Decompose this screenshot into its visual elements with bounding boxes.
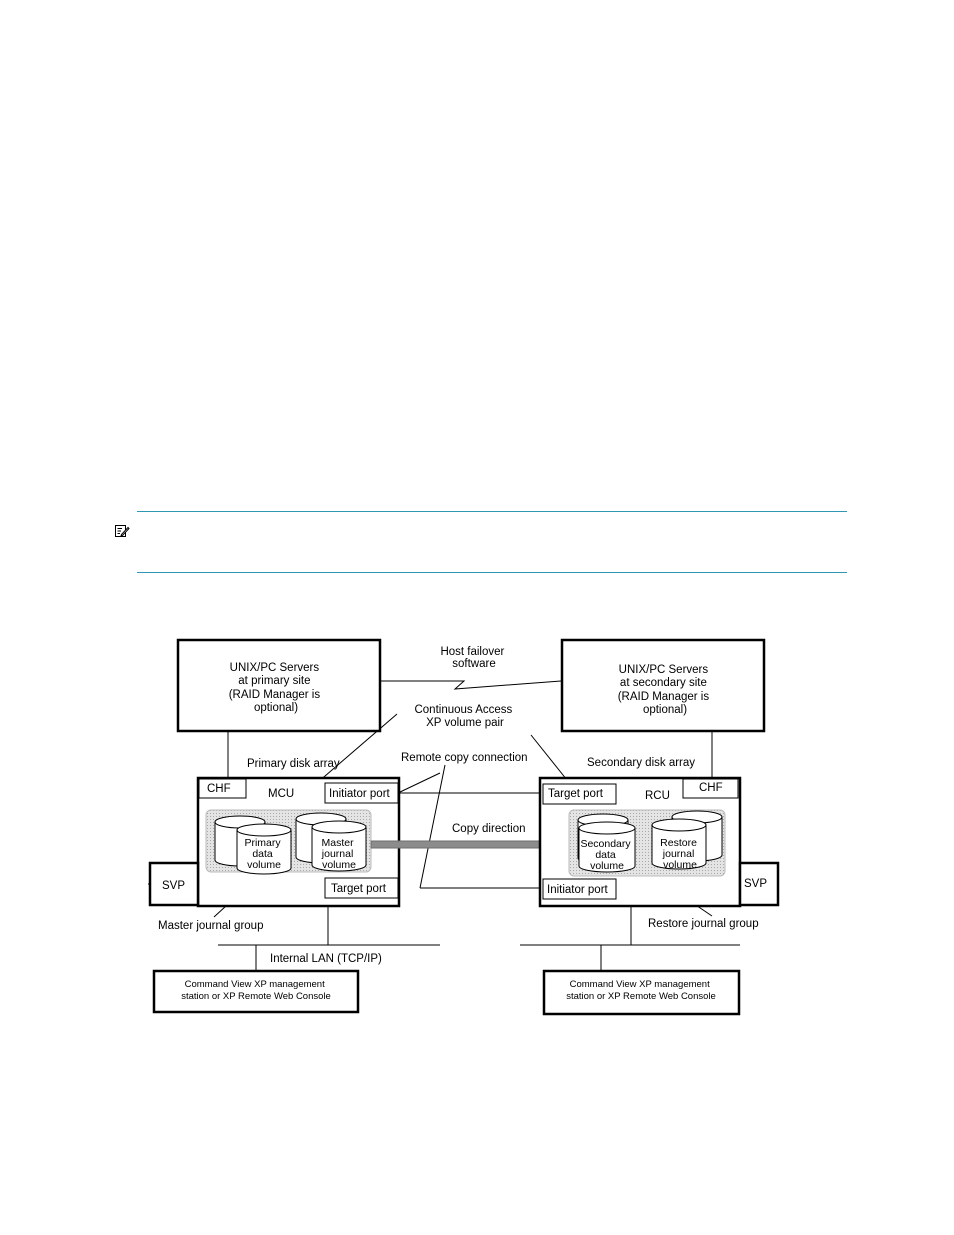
rcu-chf-box <box>682 778 739 799</box>
restore-journal-group-label: Restore journal group <box>648 918 759 930</box>
mcu-target-port <box>324 877 399 899</box>
svp-left-label: SVP <box>162 880 185 892</box>
mcu-chf-label: CHF <box>207 783 231 795</box>
mcu-chf-box <box>198 778 247 799</box>
mcu-name: MCU <box>268 788 294 800</box>
internal-lan-label: Internal LAN (TCP/IP) <box>270 953 382 965</box>
rcu-target-port-label: Target port <box>548 788 604 800</box>
ca-volume-pair-label: Continuous Access XP volume pair <box>414 704 515 729</box>
copy-direction-arrow <box>370 832 570 857</box>
secondary-server-label: UNIX/PC Servers at secondary site (RAID … <box>618 664 713 716</box>
secondary-disk-array-label: Secondary disk array <box>587 757 695 769</box>
rcu-initiator-port-label: Initiator port <box>547 884 609 896</box>
primary-data-volume-icon <box>214 815 292 875</box>
svp-right-label: SVP <box>744 878 767 890</box>
note-icon <box>115 525 130 537</box>
rcu-chf-label: CHF <box>699 782 723 794</box>
primary-server-label: UNIX/PC Servers at primary site (RAID Ma… <box>229 662 324 714</box>
rcu-target-port <box>542 783 617 805</box>
master-journal-volume-label: Master journal volume <box>321 837 357 871</box>
secondary-data-volume-icon <box>577 813 636 873</box>
primary-disk-array-label: Primary disk array <box>247 758 340 770</box>
restore-journal-volume-label: Restore journal volume <box>660 837 700 871</box>
mcu-initiator-port <box>324 782 399 804</box>
host-failover-label: Host failover software <box>440 646 507 670</box>
secondary-data-volume-label: Secondary data volume <box>580 838 633 872</box>
mcu-initiator-port-label: Initiator port <box>329 788 391 800</box>
restore-journal-volume-icon <box>651 810 723 870</box>
note-bottom-rule <box>137 572 847 573</box>
svp-right-box <box>738 861 780 907</box>
rcu-initiator-port <box>542 878 617 900</box>
note-top-rule <box>137 511 847 512</box>
console-right-label: Command View XP management station or XP… <box>566 979 716 1002</box>
svp-left-box <box>148 861 200 907</box>
remote-copy-connection-label: Remote copy connection <box>401 752 528 764</box>
primary-server-box <box>176 638 382 733</box>
console-right-box <box>542 969 741 1016</box>
primary-data-volume-label: Primary data volume <box>244 837 283 871</box>
master-journal-group-label: Master journal group <box>158 920 263 932</box>
copy-direction-label: Copy direction <box>452 823 526 835</box>
rcu-name: RCU <box>645 790 670 802</box>
mcu-target-port-label: Target port <box>331 883 387 895</box>
console-left-box <box>152 969 360 1014</box>
master-journal-volume-icon <box>295 812 367 872</box>
secondary-server-box <box>560 638 766 733</box>
console-left-label: Command View XP management station or XP… <box>181 979 331 1002</box>
